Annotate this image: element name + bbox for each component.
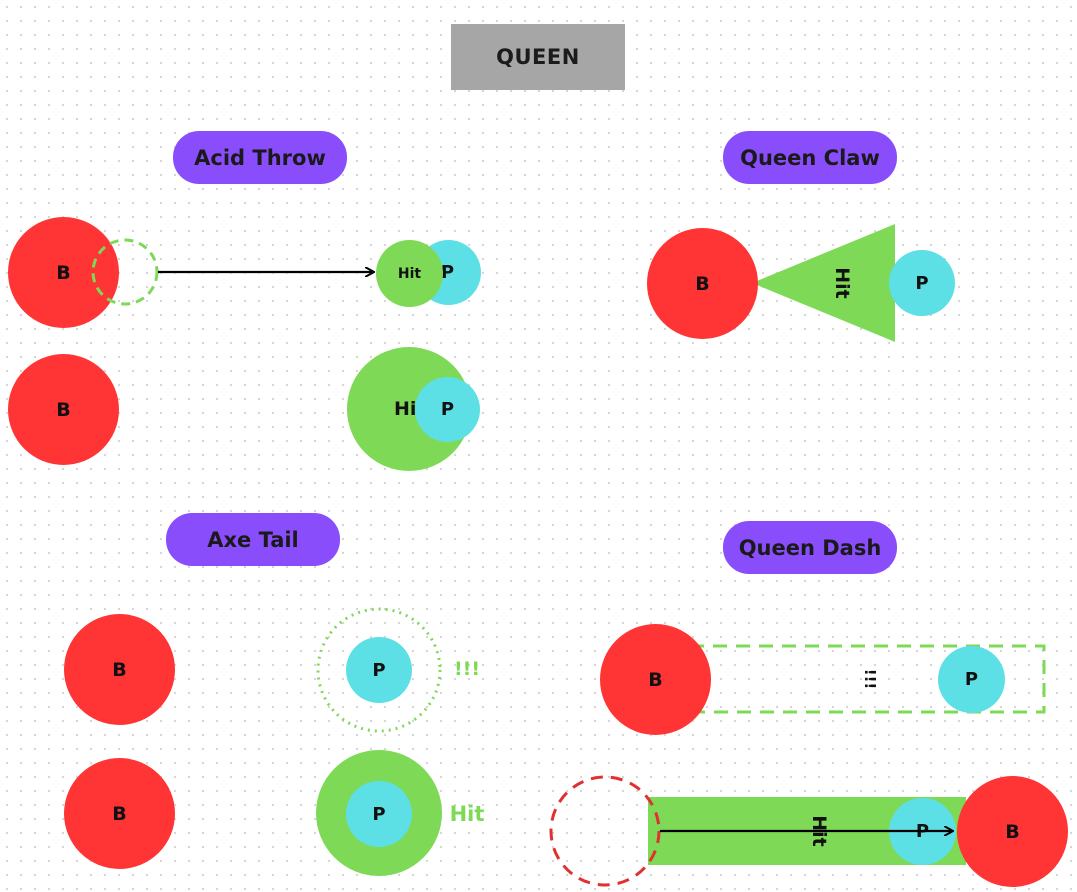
boss-circle: B [64,758,175,869]
boss-circle: B [600,624,711,735]
acid-projectile-hit: Hit [376,240,443,307]
tail-warning-label: !!! [454,658,480,680]
boss-circle: B [8,354,119,465]
tail-hit-label: Hit [449,802,485,826]
queen-claw-label: Queen Claw [723,131,897,184]
queen-dash-label: Queen Dash [723,521,897,574]
axe-tail-label: Axe Tail [166,513,340,566]
acid-origin-outline [91,238,159,306]
player-circle: P [889,250,955,316]
boss-circle: B [647,228,758,339]
acid-throw-label: Acid Throw [173,131,347,184]
acid-splash-label: Hi [394,398,417,420]
player-label: P [440,262,455,283]
player-circle: P [415,377,480,442]
player-circle: P [938,646,1005,713]
boss-circle: B [64,614,175,725]
claw-hit-cone [752,224,895,342]
player-circle: P [346,781,412,847]
boss-circle: B [957,776,1068,887]
boss-circle: B [8,217,119,328]
dash-origin-outline [549,775,661,887]
tail-warning-ring [316,607,442,733]
page-title: QUEEN [451,24,625,90]
player-circle: P [346,637,412,703]
